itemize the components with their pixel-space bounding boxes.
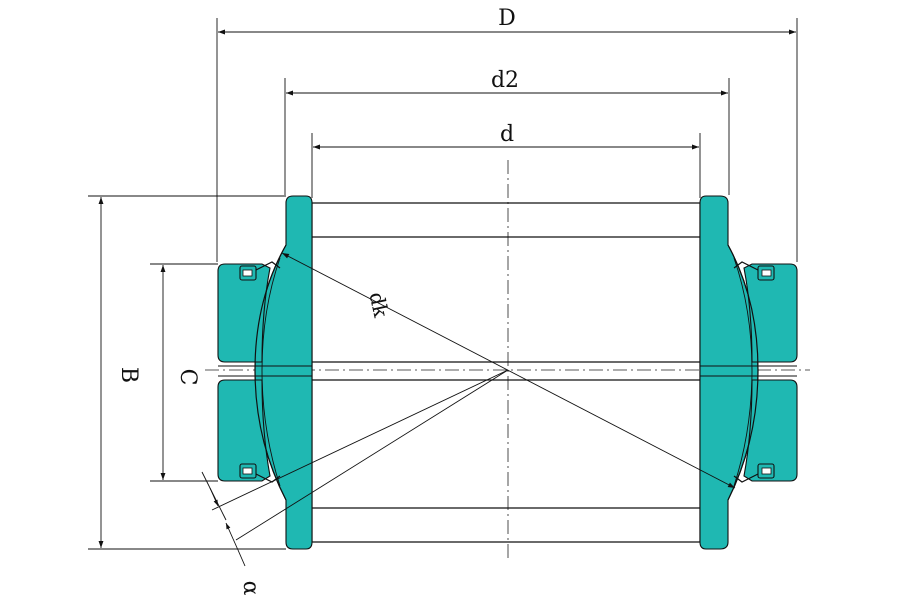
outer-ring-right-lower [743, 379, 798, 482]
label-dk: dk [365, 290, 394, 320]
angle-leader [237, 549, 246, 567]
angle-ray-lower [235, 369, 509, 541]
label-d2: d2 [491, 68, 519, 93]
angle-arrow-upper [209, 487, 219, 507]
label-B: B [116, 367, 141, 383]
angle-ray-upper [211, 369, 509, 511]
label-d: d [500, 122, 514, 147]
inner-ring-right [699, 195, 759, 550]
dimension-d: d [311, 122, 701, 198]
angle-arrow-lower [225, 522, 239, 551]
sphere-arc-left [254, 244, 287, 501]
dimension-line-dk [281, 252, 736, 489]
label-C: C [175, 369, 200, 386]
label-D: D [498, 6, 516, 31]
sphere-arc-right-inner [733, 257, 753, 487]
dimension-C: C [150, 263, 218, 482]
label-alpha: α [238, 581, 263, 596]
dimension-dk: dk [281, 252, 736, 489]
dimension-D: D [216, 6, 798, 262]
seal-left-top [239, 261, 281, 281]
dimension-d2: d2 [284, 68, 730, 195]
dimension-alpha: α [201, 369, 509, 596]
outer-ring-right-upper [743, 263, 798, 363]
sphere-arc-left-inner [261, 257, 281, 487]
sphere-arc-right [727, 244, 759, 501]
bore-lines [310, 202, 705, 543]
dimension-B: B [88, 195, 286, 550]
seal-right-top [733, 261, 775, 281]
